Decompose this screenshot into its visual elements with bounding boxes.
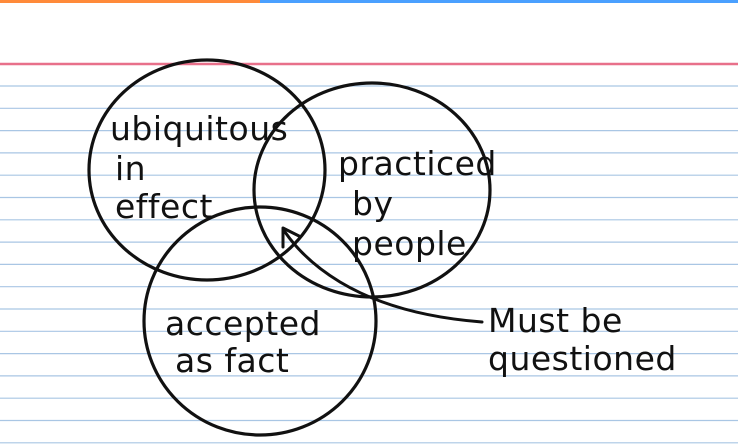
circle-accepted — [142, 205, 378, 437]
circle-ubiquitous — [87, 58, 327, 282]
label-ubiquitous-line-2: in — [115, 149, 146, 188]
label-accepted-line-2: as fact — [175, 341, 289, 380]
label-practiced-line-3: people — [352, 224, 467, 263]
label-practiced-line-2: by — [352, 184, 393, 223]
label-accepted-line-1: accepted — [165, 304, 321, 343]
annotation-line-2: questioned — [488, 339, 677, 378]
label-ubiquitous-line-1: ubiquitous — [110, 109, 288, 148]
annotation-line-1: Must be — [488, 301, 623, 340]
top-stripe-right — [260, 0, 738, 3]
arrow-head — [281, 226, 301, 249]
label-ubiquitous-line-3: effect — [115, 187, 213, 226]
arrow-shaft — [283, 230, 484, 324]
annotation-arrow — [281, 226, 484, 324]
label-practiced-line-1: practiced — [338, 144, 497, 183]
